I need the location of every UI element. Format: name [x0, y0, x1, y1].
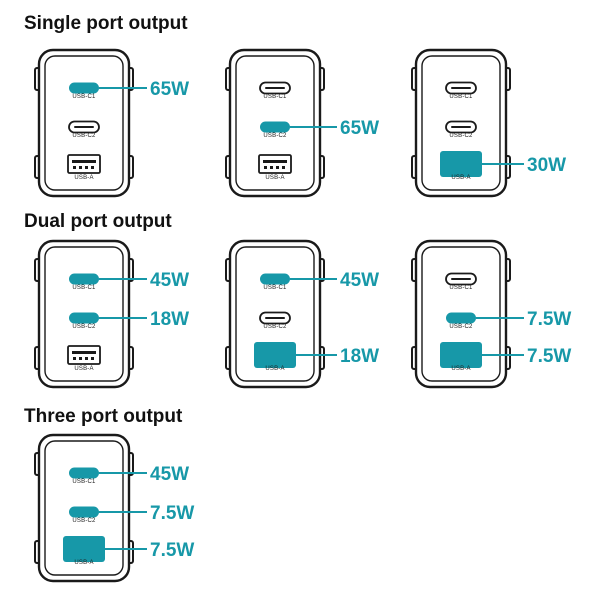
- usb-a-tongue-icon: [263, 160, 287, 163]
- port-label-c1: USB-C1: [263, 94, 287, 100]
- usb-a-pin-icon: [276, 166, 279, 169]
- port-label-a: USB-A: [265, 175, 284, 181]
- port-label-c2: USB-C2: [449, 133, 473, 139]
- charger-face: [421, 246, 501, 382]
- usb-c-port-active: [69, 312, 99, 324]
- port-label-a: USB-A: [74, 366, 93, 372]
- port-label-c2: USB-C2: [72, 518, 96, 524]
- usb-a-port-icon: [258, 154, 292, 174]
- section-title: Three port output: [24, 406, 183, 427]
- charger-face: [44, 246, 124, 382]
- usb-c-port-active: [69, 467, 99, 479]
- section-title: Single port output: [24, 13, 188, 34]
- charger-face: [235, 246, 315, 382]
- port-label-c2: USB-C2: [263, 133, 287, 139]
- port-label-c1: USB-C1: [449, 94, 473, 100]
- port-label-c1: USB-C1: [263, 285, 287, 291]
- usb-a-port-active: [440, 151, 482, 177]
- usb-c-port-active: [69, 82, 99, 94]
- output-watts: 65W: [340, 118, 379, 139]
- port-label-c1: USB-C1: [72, 479, 96, 485]
- port-label-a: USB-A: [451, 175, 470, 181]
- port-label-c2: USB-C2: [72, 324, 96, 330]
- output-watts: 7.5W: [527, 309, 571, 330]
- port-label-c1: USB-C1: [72, 285, 96, 291]
- usb-a-pin-icon: [282, 166, 285, 169]
- output-watts: 7.5W: [527, 346, 571, 367]
- usb-a-pin-icon: [79, 357, 82, 360]
- output-watts: 7.5W: [150, 540, 194, 561]
- usb-c-port-active: [260, 121, 290, 133]
- section-title: Dual port output: [24, 211, 172, 232]
- output-watts: 45W: [150, 270, 189, 291]
- usb-a-tongue-icon: [72, 160, 96, 163]
- usb-a-pin-icon: [264, 166, 267, 169]
- usb-a-port-icon: [67, 154, 101, 174]
- usb-a-port-active: [254, 342, 296, 368]
- usb-a-pin-icon: [270, 166, 273, 169]
- usb-c-tongue-icon: [451, 126, 471, 128]
- usb-a-pin-icon: [85, 357, 88, 360]
- output-watts: 30W: [527, 155, 566, 176]
- usb-c-port-active: [69, 273, 99, 285]
- port-label-c1: USB-C1: [72, 94, 96, 100]
- usb-c-port-active: [446, 312, 476, 324]
- port-label-c1: USB-C1: [449, 285, 473, 291]
- charger-face: [421, 55, 501, 191]
- port-label-a: USB-A: [74, 560, 93, 566]
- usb-a-port-active: [63, 536, 105, 562]
- usb-a-pin-icon: [79, 166, 82, 169]
- usb-a-tongue-icon: [72, 351, 96, 354]
- usb-a-pin-icon: [73, 166, 76, 169]
- port-label-a: USB-A: [265, 366, 284, 372]
- output-watts: 45W: [150, 464, 189, 485]
- usb-c-port-active: [69, 506, 99, 518]
- usb-a-port-active: [440, 342, 482, 368]
- output-watts: 7.5W: [150, 503, 194, 524]
- output-watts: 18W: [340, 346, 379, 367]
- port-label-c2: USB-C2: [263, 324, 287, 330]
- output-watts: 18W: [150, 309, 189, 330]
- usb-c-tongue-icon: [451, 87, 471, 89]
- charger-face: [235, 55, 315, 191]
- usb-c-tongue-icon: [265, 87, 285, 89]
- output-watts: 65W: [150, 79, 189, 100]
- charger-face: [44, 55, 124, 191]
- usb-c-tongue-icon: [74, 126, 94, 128]
- port-label-c2: USB-C2: [72, 133, 96, 139]
- port-label-c2: USB-C2: [449, 324, 473, 330]
- usb-c-port-active: [260, 273, 290, 285]
- usb-c-tongue-icon: [265, 317, 285, 319]
- port-label-a: USB-A: [451, 366, 470, 372]
- usb-c-tongue-icon: [451, 278, 471, 280]
- usb-a-pin-icon: [85, 166, 88, 169]
- usb-a-port-icon: [67, 345, 101, 365]
- usb-a-pin-icon: [91, 166, 94, 169]
- output-watts: 45W: [340, 270, 379, 291]
- charger-face: [44, 440, 124, 576]
- port-label-a: USB-A: [74, 175, 93, 181]
- usb-a-pin-icon: [73, 357, 76, 360]
- usb-a-pin-icon: [91, 357, 94, 360]
